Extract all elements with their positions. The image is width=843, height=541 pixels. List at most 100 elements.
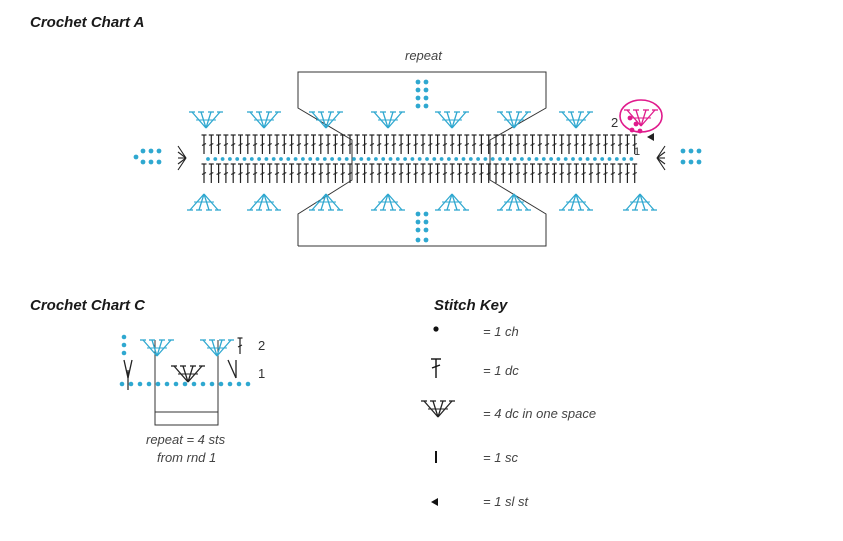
- chart-a-ch-dot: [301, 157, 305, 161]
- chart-c-ch-dot: [146, 381, 152, 387]
- chart-c-shell: [140, 339, 174, 357]
- chart-a-ch-dot: [439, 157, 444, 161]
- chart-a-dc-lower: [340, 163, 346, 183]
- chart-a-ch-dot: [381, 157, 386, 161]
- chart-c-title: Crochet Chart C: [30, 297, 146, 314]
- chart-a-ch-dot: [534, 157, 539, 161]
- chart-a-dc-upper: [493, 134, 499, 154]
- chart-a-ch-dot: [264, 157, 269, 161]
- chart-c-shell: [200, 339, 234, 357]
- chart-a-top-shell: [559, 111, 593, 129]
- chart-a-top-ch: [415, 79, 421, 85]
- chart-a-dc-upper: [405, 134, 411, 154]
- key-label-shell: = 4 dc in one space: [483, 406, 597, 421]
- chart-a-side-ch: [680, 148, 686, 154]
- chart-a-dc-lower: [267, 163, 273, 183]
- chart-a-dc-upper: [413, 134, 419, 154]
- chart-a-ch-dot: [563, 157, 568, 161]
- highlight-circle: [619, 99, 663, 133]
- chart-a-ch-dot: [622, 157, 626, 161]
- chart-a-end-fan: [177, 145, 187, 171]
- chart-a-dc-lower: [384, 163, 389, 183]
- chart-a-side-ch: [140, 159, 146, 165]
- chart-c-ch-dot: [119, 381, 125, 387]
- chart-a-dc-upper: [332, 134, 338, 154]
- chart-a-ch-dot: [585, 157, 590, 161]
- chart-a-ch-dot: [432, 157, 437, 161]
- chart-a-ch-dot: [607, 157, 612, 161]
- chart-a-ch-dot: [549, 157, 553, 161]
- chart-a-side-ch: [688, 159, 694, 165]
- chart-a-dc-upper: [238, 134, 243, 154]
- chart-a-dc-lower: [522, 163, 528, 183]
- chart-a-dc-lower: [216, 163, 222, 183]
- chart-a-dc-upper: [537, 134, 543, 154]
- chart-a-dc-upper: [581, 134, 587, 154]
- chart-a-ch-dot: [614, 157, 619, 161]
- chart-a-dc-lower: [442, 163, 448, 183]
- chart-c-ch-dot: [191, 381, 197, 387]
- chart-a-dc-upper: [267, 134, 273, 154]
- chart-a-dc-lower: [369, 163, 375, 183]
- chart-a-dc-lower: [493, 163, 499, 183]
- chart-a-dc-upper: [369, 134, 375, 154]
- chart-a-dc-upper: [566, 134, 572, 154]
- chart-a-dc-lower: [478, 163, 484, 183]
- chart-a-bottom-ch: [415, 219, 421, 225]
- chart-a-ch-dot: [403, 157, 407, 161]
- chart-a-top-shell: [497, 111, 531, 129]
- chart-a-bottom-ch: [423, 211, 429, 217]
- chart-a-dc-upper: [522, 134, 528, 154]
- chart-a-dc-lower: [595, 163, 601, 183]
- chart-a-dc-lower: [325, 163, 331, 183]
- chart-c-repeat-note-1: repeat = 4 sts: [146, 432, 226, 447]
- key-row-sc: = 1 sc: [420, 446, 720, 476]
- chart-a-highlight-ch: [633, 121, 639, 127]
- shell-symbol-icon: [421, 400, 455, 418]
- chart-a-ch-dot: [498, 157, 502, 161]
- chart-a-dc-upper: [245, 134, 251, 154]
- chart-a-dc-lower: [544, 163, 550, 183]
- chart-a-dc-lower: [201, 163, 207, 183]
- chart-a-ch-dot: [352, 157, 356, 161]
- chart-a-dc-upper: [289, 134, 295, 154]
- chart-a-dc-lower: [391, 163, 397, 183]
- chart-a-dc-lower: [398, 163, 404, 183]
- chart-a-ch-dot: [476, 157, 480, 161]
- chart-a-dc-lower: [500, 163, 506, 183]
- key-row-slst: = 1 sl st: [420, 490, 720, 520]
- chart-a-top-ch: [415, 87, 421, 93]
- chart-a-ch-dot: [315, 157, 320, 161]
- chart-a-dc-upper: [376, 134, 382, 154]
- chart-a-dc-lower: [245, 163, 251, 183]
- chart-c-side-ch: [121, 350, 127, 356]
- chart-a-top-shell: [247, 111, 281, 129]
- chart-a-dc-lower: [230, 163, 236, 183]
- chart-a-bottom-shell: [623, 193, 657, 211]
- chart-a-side-ch: [680, 159, 686, 165]
- chart-a-ch-dot: [454, 157, 459, 161]
- chart-a-dc-lower: [471, 163, 477, 183]
- chart-a-dc-lower: [296, 163, 302, 183]
- chart-a-ch-dot: [447, 157, 451, 161]
- chart-a-ch-dot: [344, 157, 349, 161]
- chart-a-ch-dot: [629, 157, 634, 161]
- chart-a-dc-upper: [398, 134, 404, 154]
- chart-a-top-ch: [423, 87, 429, 93]
- chart-a-dc-lower: [427, 163, 433, 183]
- chart-c-ch-dot: [227, 381, 233, 387]
- chart-a-dc-lower: [610, 163, 616, 183]
- chart-a-repeat-label: repeat: [405, 48, 442, 63]
- chart-a-dc-upper: [354, 134, 360, 154]
- chart-a-ch-dot: [512, 157, 517, 161]
- chart-c-ch-dot: [218, 381, 224, 387]
- chart-a-ch-dot: [359, 157, 364, 161]
- chart-a-side-ch: [156, 159, 162, 165]
- chart-a-top-ch: [423, 95, 429, 101]
- chart-a-dc-upper: [471, 134, 477, 154]
- row-marker-2-a: 2: [611, 115, 618, 130]
- chart-a-bottom-ch: [415, 227, 421, 233]
- chart-a-dc-upper: [347, 134, 353, 154]
- chart-a-dc-lower: [464, 163, 470, 183]
